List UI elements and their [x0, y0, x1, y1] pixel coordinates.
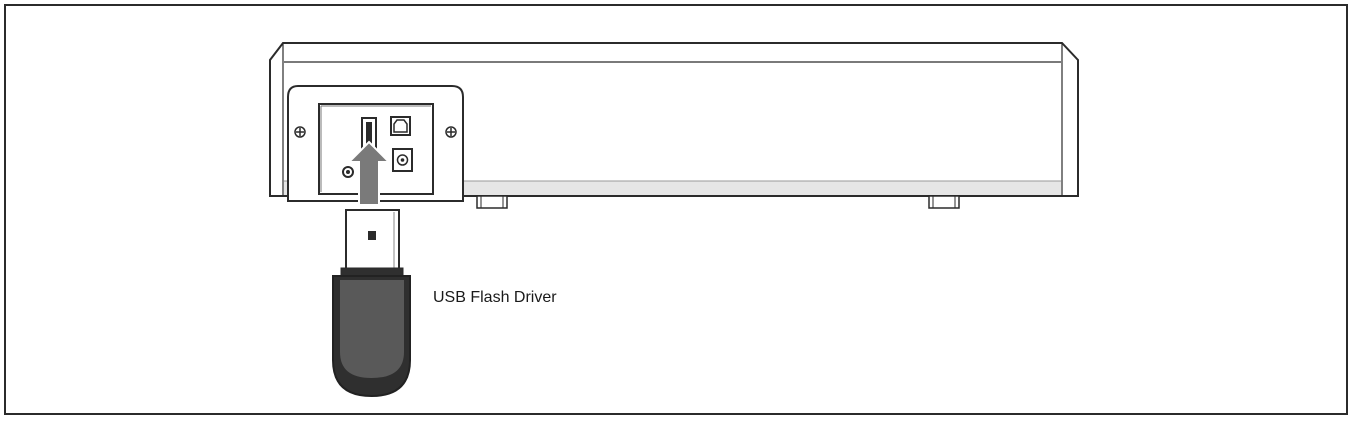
optical-port-icon — [390, 116, 411, 136]
dc-power-jack-icon — [392, 148, 413, 172]
headphone-jack-icon — [342, 166, 354, 178]
usb-flash-drive-label: USB Flash Driver — [433, 289, 557, 306]
device-foot-left — [476, 195, 508, 209]
screw-icon — [445, 126, 457, 138]
usb-flash-drive — [332, 209, 411, 398]
insert-arrow-icon — [346, 140, 392, 206]
device-body — [269, 42, 1079, 197]
device-foot-right — [928, 195, 960, 209]
screw-icon — [294, 126, 306, 138]
